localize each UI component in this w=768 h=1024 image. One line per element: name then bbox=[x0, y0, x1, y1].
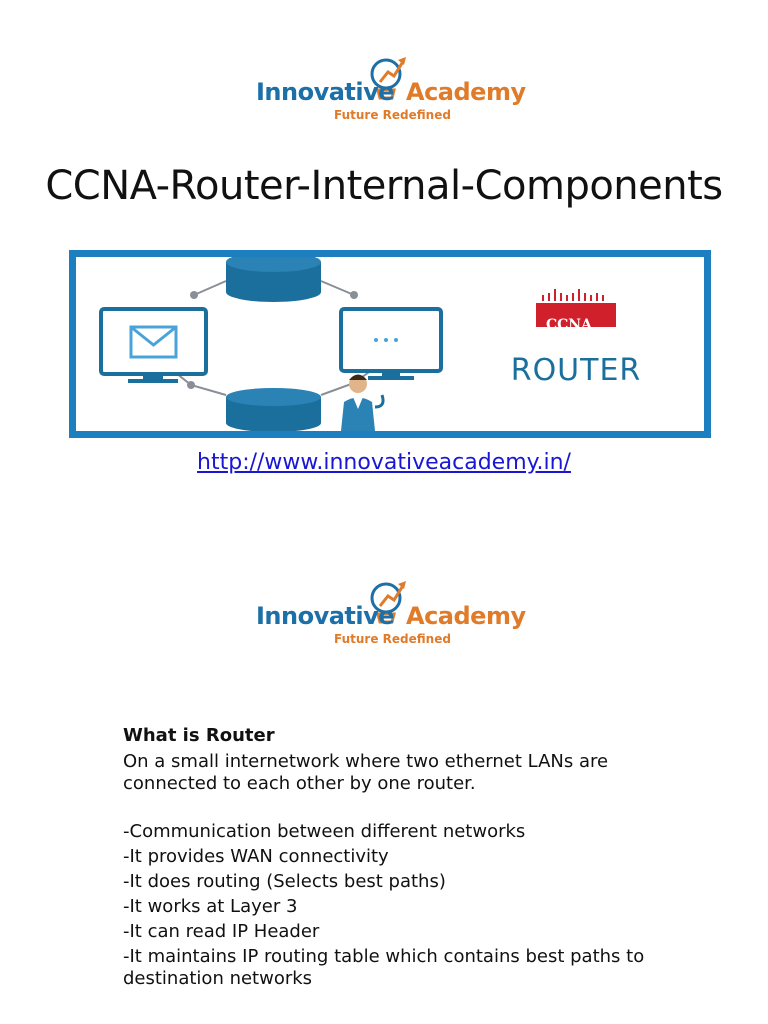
point-item: -It provides WAN connectivity bbox=[123, 846, 389, 867]
database-cylinder-icon bbox=[226, 257, 321, 302]
website-link[interactable]: http://www.innovativeacademy.in/ bbox=[197, 450, 571, 475]
page-title: CCNA-Router-Internal-Components bbox=[45, 163, 723, 209]
point-item: -It maintains IP routing table which con… bbox=[123, 946, 645, 989]
brand-tagline: Future Redefined bbox=[334, 108, 451, 122]
intro-paragraph: On a small internetwork where two ethern… bbox=[123, 751, 609, 794]
person-icon bbox=[341, 374, 385, 431]
brand-innovative: Innovative bbox=[256, 602, 395, 630]
point-item: -It works at Layer 3 bbox=[123, 896, 298, 917]
database-cylinder-icon bbox=[226, 388, 321, 431]
network-illustration bbox=[99, 257, 616, 431]
brand-tagline: Future Redefined bbox=[334, 632, 451, 646]
point-item: -It does routing (Selects best paths) bbox=[123, 871, 446, 892]
ccna-badge: CCNA bbox=[546, 317, 592, 333]
router-banner: CCNA ROUTER bbox=[69, 250, 711, 438]
second-logo: Innovative Academy Future Redefined bbox=[256, 576, 536, 656]
point-item: -It can read IP Header bbox=[123, 921, 320, 942]
router-description: What is Router On a small internetwork w… bbox=[123, 725, 683, 993]
router-label: ROUTER bbox=[510, 353, 642, 388]
brand-academy: Academy bbox=[406, 78, 526, 106]
top-logo: Innovative Academy Future Redefined bbox=[256, 52, 536, 132]
section-heading: What is Router bbox=[123, 725, 275, 746]
cisco-bars-icon bbox=[542, 289, 604, 301]
ccna-badge-bg bbox=[536, 303, 616, 327]
chat-monitor-icon bbox=[339, 307, 443, 380]
brand-innovative: Innovative bbox=[256, 78, 395, 106]
point-item: -Communication between different network… bbox=[123, 821, 526, 842]
bulb-rocket-icon bbox=[370, 581, 406, 624]
brand-academy: Academy bbox=[406, 602, 526, 630]
bulb-rocket-icon bbox=[370, 57, 406, 100]
envelope-monitor-icon bbox=[99, 307, 208, 383]
